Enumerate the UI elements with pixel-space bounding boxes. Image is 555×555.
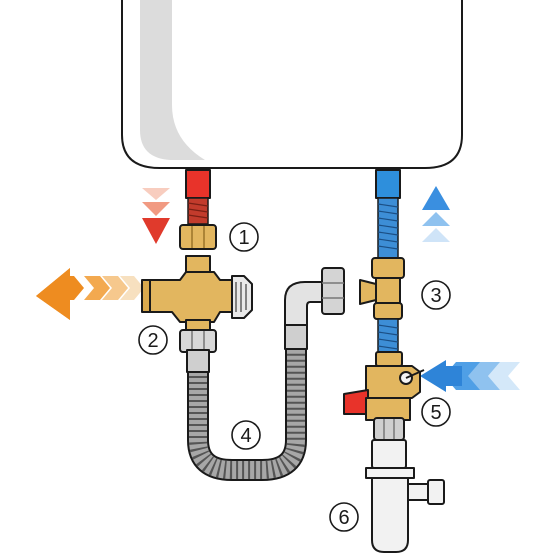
callout-6-label: 6 — [338, 507, 349, 529]
callout-5: 5 — [421, 397, 451, 427]
safety-valve-group — [343, 351, 425, 441]
cold-inlet-arrow — [420, 360, 520, 392]
union-nut — [179, 224, 217, 250]
callout-2-label: 2 — [147, 330, 158, 352]
callout-1-label: 1 — [238, 227, 249, 249]
flexible-hose — [186, 267, 345, 481]
callout-4-label: 4 — [240, 425, 251, 447]
hot-water-outlet-pipe — [185, 169, 211, 225]
drain-siphon — [365, 439, 445, 553]
callout-5-label: 5 — [430, 402, 441, 424]
tank-shading — [140, 0, 205, 160]
tee-fitting — [359, 257, 405, 356]
callout-1: 1 — [229, 222, 259, 252]
cold-water-inlet-pipe — [375, 169, 401, 259]
mixed-water-output-arrow — [36, 268, 144, 320]
callout-3: 3 — [421, 280, 451, 310]
callout-2: 2 — [138, 325, 168, 355]
callout-6: 6 — [329, 502, 359, 532]
water-heater-tank — [121, 0, 463, 169]
callout-3-label: 3 — [430, 285, 441, 307]
cold-flow-arrows — [422, 186, 450, 242]
callout-4: 4 — [231, 420, 261, 450]
thermostatic-mixing-valve — [141, 255, 253, 353]
hot-flow-arrows — [142, 188, 170, 244]
